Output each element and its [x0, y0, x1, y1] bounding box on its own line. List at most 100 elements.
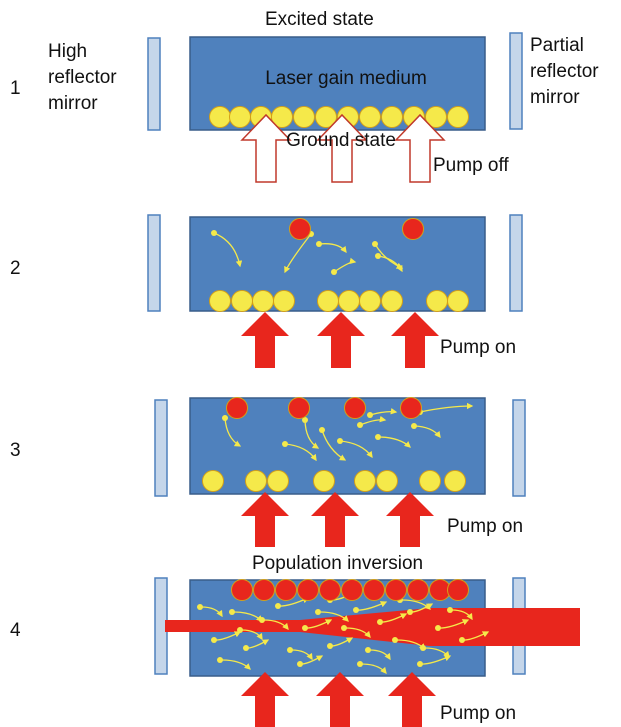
decay-path	[318, 243, 347, 254]
ground-atom	[338, 290, 360, 312]
excited-atom	[363, 579, 385, 601]
photon-dot	[372, 241, 378, 247]
excited-atom	[319, 579, 341, 601]
ground-state-label: Ground state	[286, 130, 396, 151]
high-reflector-mirror-3	[154, 399, 168, 497]
decay-path	[284, 233, 312, 274]
photon-dot	[282, 441, 288, 447]
pump-on-arrows-3	[241, 492, 434, 547]
excited-atom	[385, 579, 407, 601]
decay-path	[333, 257, 357, 273]
pump-arrow-icon	[241, 672, 289, 727]
pump-arrow-icon	[388, 672, 436, 727]
ground-atom	[245, 470, 267, 492]
photon-dot	[327, 643, 333, 649]
photon-dot	[367, 412, 373, 418]
partial-reflector-mirror-2	[509, 214, 523, 312]
photon-dot	[302, 625, 308, 631]
excited-atom	[231, 579, 253, 601]
high-reflector-label-line3: mirror	[48, 93, 98, 114]
photon-dot	[353, 607, 359, 613]
pump-off-label: Pump off	[433, 155, 509, 176]
ground-atom	[419, 470, 441, 492]
ground-atom	[271, 106, 293, 128]
photon-dot	[375, 253, 381, 259]
pump-on-label-3: Pump on	[447, 516, 524, 537]
excited-atom	[288, 397, 310, 419]
excited-atoms-3	[226, 397, 422, 419]
excited-atom	[344, 397, 366, 419]
ground-atom	[359, 106, 381, 128]
excited-atom	[226, 397, 248, 419]
photon-dot	[211, 230, 217, 236]
excited-atom	[402, 218, 424, 240]
photon-dot	[459, 637, 465, 643]
decay-path	[284, 443, 317, 462]
pump-arrow-icon	[311, 492, 359, 547]
ground-atom	[381, 106, 403, 128]
partial-reflector-label-line1: Partial	[530, 35, 584, 56]
partial-reflector-mirror-3	[512, 399, 526, 497]
excited-atom	[447, 579, 469, 601]
photon-dot	[435, 625, 441, 631]
decay-path	[374, 243, 404, 269]
pump-off-arrows	[240, 113, 446, 183]
photon-dot	[302, 417, 308, 423]
photon-dot	[365, 647, 371, 653]
excited-atom	[289, 218, 311, 240]
excited-state-label: Excited state	[265, 9, 374, 30]
laser-beam	[165, 608, 580, 646]
pump-arrow-icon	[241, 492, 289, 547]
high-reflector-label-line1: High	[48, 41, 88, 62]
photon-dot	[287, 647, 293, 653]
photon-dot	[447, 607, 453, 613]
photon-dot	[229, 609, 235, 615]
excited-atom	[407, 579, 429, 601]
photon-dot	[377, 619, 383, 625]
photon-dot	[407, 609, 413, 615]
ground-atom	[202, 470, 224, 492]
panel-4-number: 4	[10, 620, 21, 641]
hollow-arrow-icon	[240, 113, 292, 183]
high-reflector-mirror-1	[147, 37, 161, 131]
excited-atom	[275, 579, 297, 601]
photon-dot	[357, 422, 363, 428]
hollow-arrow-icon	[316, 113, 368, 183]
photon-dot	[243, 645, 249, 651]
ground-atom	[229, 106, 251, 128]
photon-dot	[417, 661, 423, 667]
photon-dot	[319, 427, 325, 433]
partial-reflector-label-line3: mirror	[530, 87, 580, 108]
photon-dot	[275, 603, 281, 609]
ground-atom	[209, 290, 231, 312]
decay-path	[321, 429, 347, 461]
decay-path	[377, 436, 411, 448]
decay-path	[419, 402, 474, 413]
ground-atom	[293, 106, 315, 128]
ground-atom	[252, 290, 274, 312]
partial-reflector-label-line2: reflector	[530, 61, 599, 82]
ground-atom	[425, 106, 447, 128]
decay-path	[399, 599, 431, 610]
panel-2-number: 2	[10, 258, 21, 279]
decay-path	[339, 440, 373, 459]
decay-path	[317, 611, 349, 622]
hollow-arrow-icon	[394, 113, 446, 183]
ground-atoms-2	[209, 290, 469, 312]
panel-3-number: 3	[10, 440, 21, 461]
panel-1-number: 1	[10, 78, 21, 99]
ground-atom	[231, 290, 253, 312]
photon-dot	[341, 625, 347, 631]
ground-atom	[447, 106, 469, 128]
decay-path	[224, 417, 242, 447]
ground-atom	[317, 290, 339, 312]
photon-dot	[420, 645, 426, 651]
pump-arrow-icon	[386, 492, 434, 547]
ground-atom	[267, 470, 289, 492]
high-reflector-mirror-2	[147, 214, 161, 312]
photon-dot	[211, 637, 217, 643]
pump-on-arrows-2	[241, 312, 439, 368]
photon-dot	[237, 627, 243, 633]
excited-atom	[400, 397, 422, 419]
photon-dot	[297, 661, 303, 667]
